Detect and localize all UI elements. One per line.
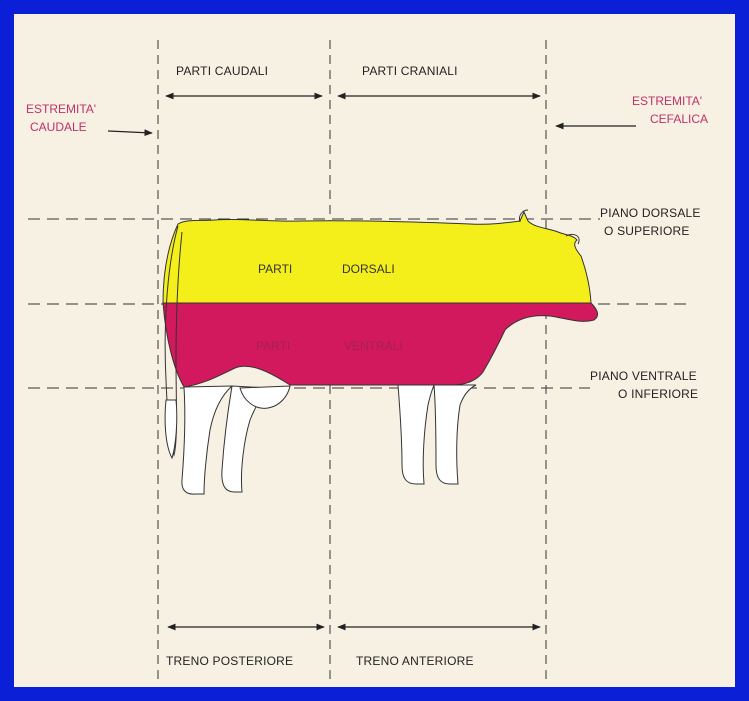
label-parti-ventrali-b: VENTRALI: [344, 339, 403, 353]
label-estremita-caudale-line1: ESTREMITA': [26, 102, 96, 116]
dorsal-region: [163, 212, 591, 303]
label-treno-posteriore: TRENO POSTERIORE: [166, 654, 293, 668]
label-parti-dorsali-a: PARTI: [258, 262, 292, 276]
label-piano-dorsale-line1: PIANO DORSALE: [600, 206, 701, 220]
label-parti-craniali: PARTI CRANIALI: [362, 64, 458, 78]
label-estremita-caudale-line2: CAUDALE: [30, 120, 87, 134]
label-treno-anteriore: TRENO ANTERIORE: [356, 654, 474, 668]
label-estremita-cefalica-line1: ESTREMITA': [632, 94, 702, 108]
label-parti-dorsali-b: DORSALI: [342, 262, 395, 276]
label-piano-ventrale-line1: PIANO VENTRALE: [590, 369, 697, 383]
front-leg-rear: [398, 385, 434, 484]
arrow-estremita-caudale: [108, 131, 152, 133]
front-leg-front: [434, 385, 476, 484]
label-parti-ventrali-a: PARTI: [256, 339, 290, 353]
label-piano-dorsale-line2: O SUPERIORE: [604, 224, 690, 238]
label-parti-caudali: PARTI CAUDALI: [176, 64, 268, 78]
label-piano-ventrale-line2: O INFERIORE: [618, 387, 698, 401]
label-estremita-cefalica-line2: CEFALICA: [650, 112, 708, 126]
